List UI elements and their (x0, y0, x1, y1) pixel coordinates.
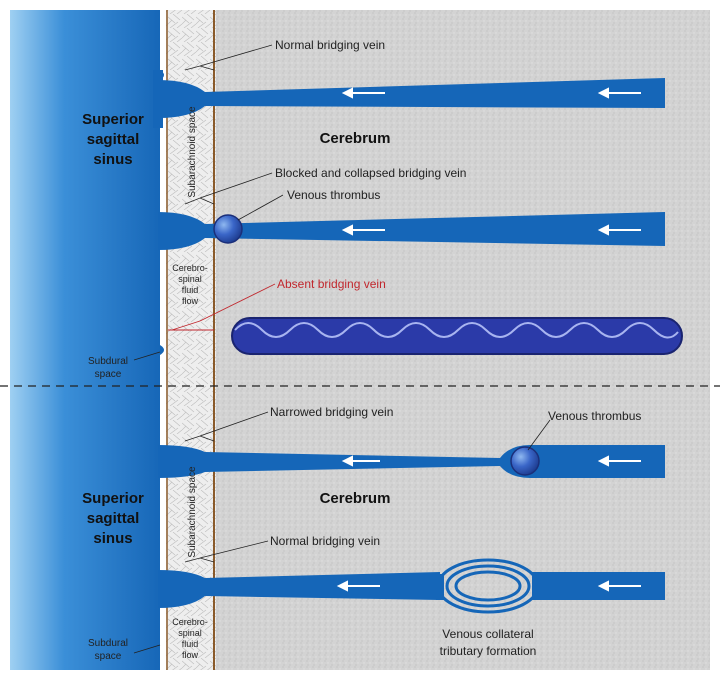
narrowed-vein (158, 445, 665, 478)
cerebrum-label-top: Cerebrum (320, 130, 391, 147)
absent-vein-leader (171, 283, 276, 331)
csf-label-top-4: flow (182, 296, 199, 306)
sinus-label-top-2: sagittal (87, 131, 140, 148)
narrowed-vein-label: Narrowed bridging vein (270, 405, 393, 419)
csf-label-top-1: Cerebro- (172, 263, 208, 273)
thrombus-label-top: Venous thrombus (287, 188, 380, 202)
thrombus-label-bottom: Venous thrombus (548, 409, 641, 423)
subdural-label-bottom-1: Subdural (88, 638, 128, 649)
csf-label-bottom-1: Cerebro- (172, 617, 208, 627)
tortuous-vein (231, 317, 683, 355)
subdural-label-top-2: space (95, 369, 122, 380)
blocked-vein (158, 212, 665, 250)
cerebrum-label-bottom: Cerebrum (320, 490, 391, 507)
sinus-label-top-1: Superior (82, 111, 144, 128)
normal-bridging-vein-top (158, 78, 665, 118)
sinus-label-bottom-1: Superior (82, 490, 144, 507)
normal-vein-label-top: Normal bridging vein (275, 38, 385, 52)
normal-vein-label-bottom: Normal bridging vein (270, 534, 380, 548)
blocked-vein-label: Blocked and collapsed bridging vein (275, 166, 466, 180)
sinus-label-bottom-2: sagittal (87, 510, 140, 527)
sinus-label-top-3: sinus (93, 151, 132, 168)
flow-arrows-top (341, 87, 641, 236)
collateral-right-end (532, 572, 540, 600)
sinus-label-bottom-3: sinus (93, 530, 132, 547)
absent-vein-label: Absent bridging vein (277, 277, 386, 291)
subarachnoid-label-bottom: Subarachnoid space (187, 466, 198, 558)
venous-thrombus-bottom (510, 446, 540, 476)
csf-label-bottom-4: flow (182, 650, 199, 660)
venous-thrombus-top (213, 214, 243, 244)
csf-label-top-3: fluid (182, 285, 199, 295)
leader-lines (133, 44, 551, 654)
collateral-label-1: Venous collateral (442, 627, 533, 641)
csf-label-bottom-3: fluid (182, 639, 199, 649)
sinus-body (10, 10, 164, 670)
collateral-left-end (436, 574, 444, 600)
csf-label-bottom-2: spinal (178, 628, 202, 638)
collateral-label-2: tributary formation (440, 644, 537, 658)
subarachnoid-label-top: Subarachnoid space (187, 106, 198, 198)
subdural-label-bottom-2: space (95, 651, 122, 662)
csf-label-top-2: spinal (178, 274, 202, 284)
subdural-label-top-1: Subdural (88, 356, 128, 367)
flow-arrows-bottom (336, 455, 641, 592)
normal-bridging-vein-bottom (158, 570, 440, 608)
